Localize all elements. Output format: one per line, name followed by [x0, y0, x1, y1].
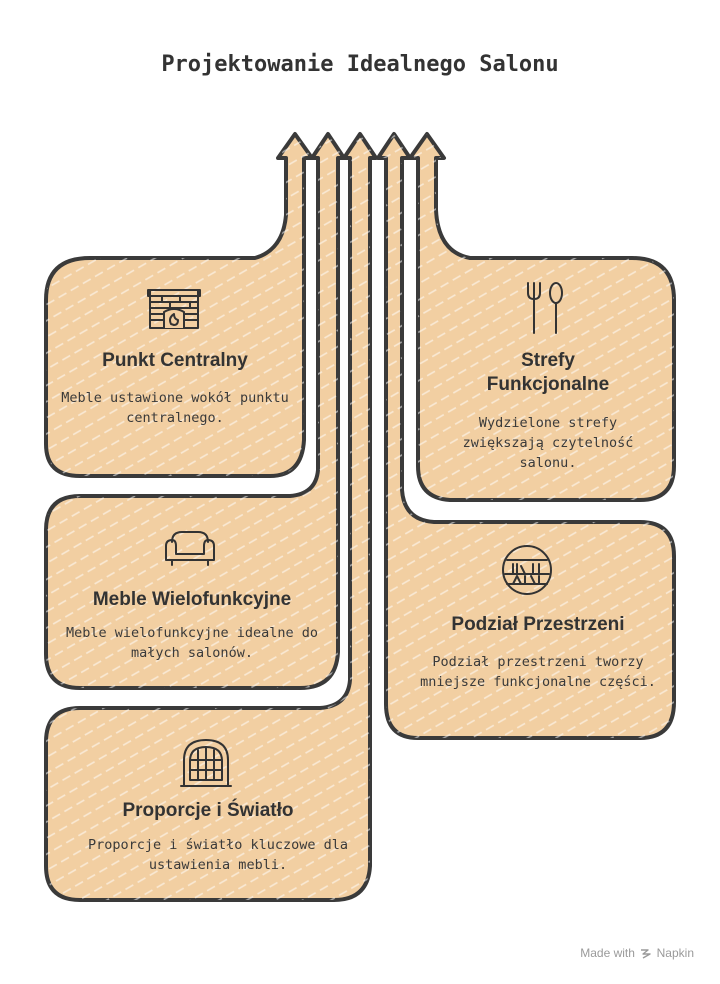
fireplace-icon — [147, 289, 201, 329]
diagram-title: Projektowanie Idealnego Salonu — [161, 52, 559, 77]
card-desc-meble-wielofunkcyjne: Meble wielofunkcyjne idealne do małych s… — [66, 625, 318, 661]
napkin-logo-icon — [641, 949, 651, 959]
sofa-icon — [165, 531, 215, 566]
napkin-brand: Napkin — [656, 946, 694, 960]
card-proporcje-i-swiatlo — [44, 132, 378, 902]
window-icon — [180, 739, 232, 787]
card-desc-strefy-funkcjonalne: Wydzielone strefy zwiększają czytelność … — [462, 415, 634, 471]
card-title-podzial-przestrzeni: Podział Przestrzeni — [451, 614, 625, 635]
card-podzial-przestrzeni — [376, 132, 676, 740]
made-with-label: Made with — [580, 946, 635, 960]
card-meble-wielofunkcyjne — [44, 132, 346, 690]
card-desc-punkt-centralny: Meble ustawione wokół punktu centralnego… — [61, 390, 289, 426]
card-title-proporcje-i-swiatlo: Proporcje i Światło — [122, 800, 294, 821]
card-title-punkt-centralny: Punkt Centralny — [102, 350, 248, 371]
bookshelf-icon — [502, 545, 552, 595]
card-title-meble-wielofunkcyjne: Meble Wielofunkcyjne — [92, 589, 292, 610]
card-punkt-centralny — [44, 132, 314, 478]
card-title-strefy-funkcjonalne: Strefy Funkcjonalne — [486, 350, 610, 395]
made-with-napkin[interactable]: Made with Napkin — [580, 946, 694, 960]
card-desc-proporcje-i-swiatlo: Proporcje i światło kluczowe dla ustawie… — [87, 837, 349, 873]
card-desc-podzial-przestrzeni: Podział przestrzeni tworzy mniejsze funk… — [420, 654, 656, 690]
utensils-icon — [527, 282, 563, 334]
card-strefy-funkcjonalne — [408, 132, 676, 502]
